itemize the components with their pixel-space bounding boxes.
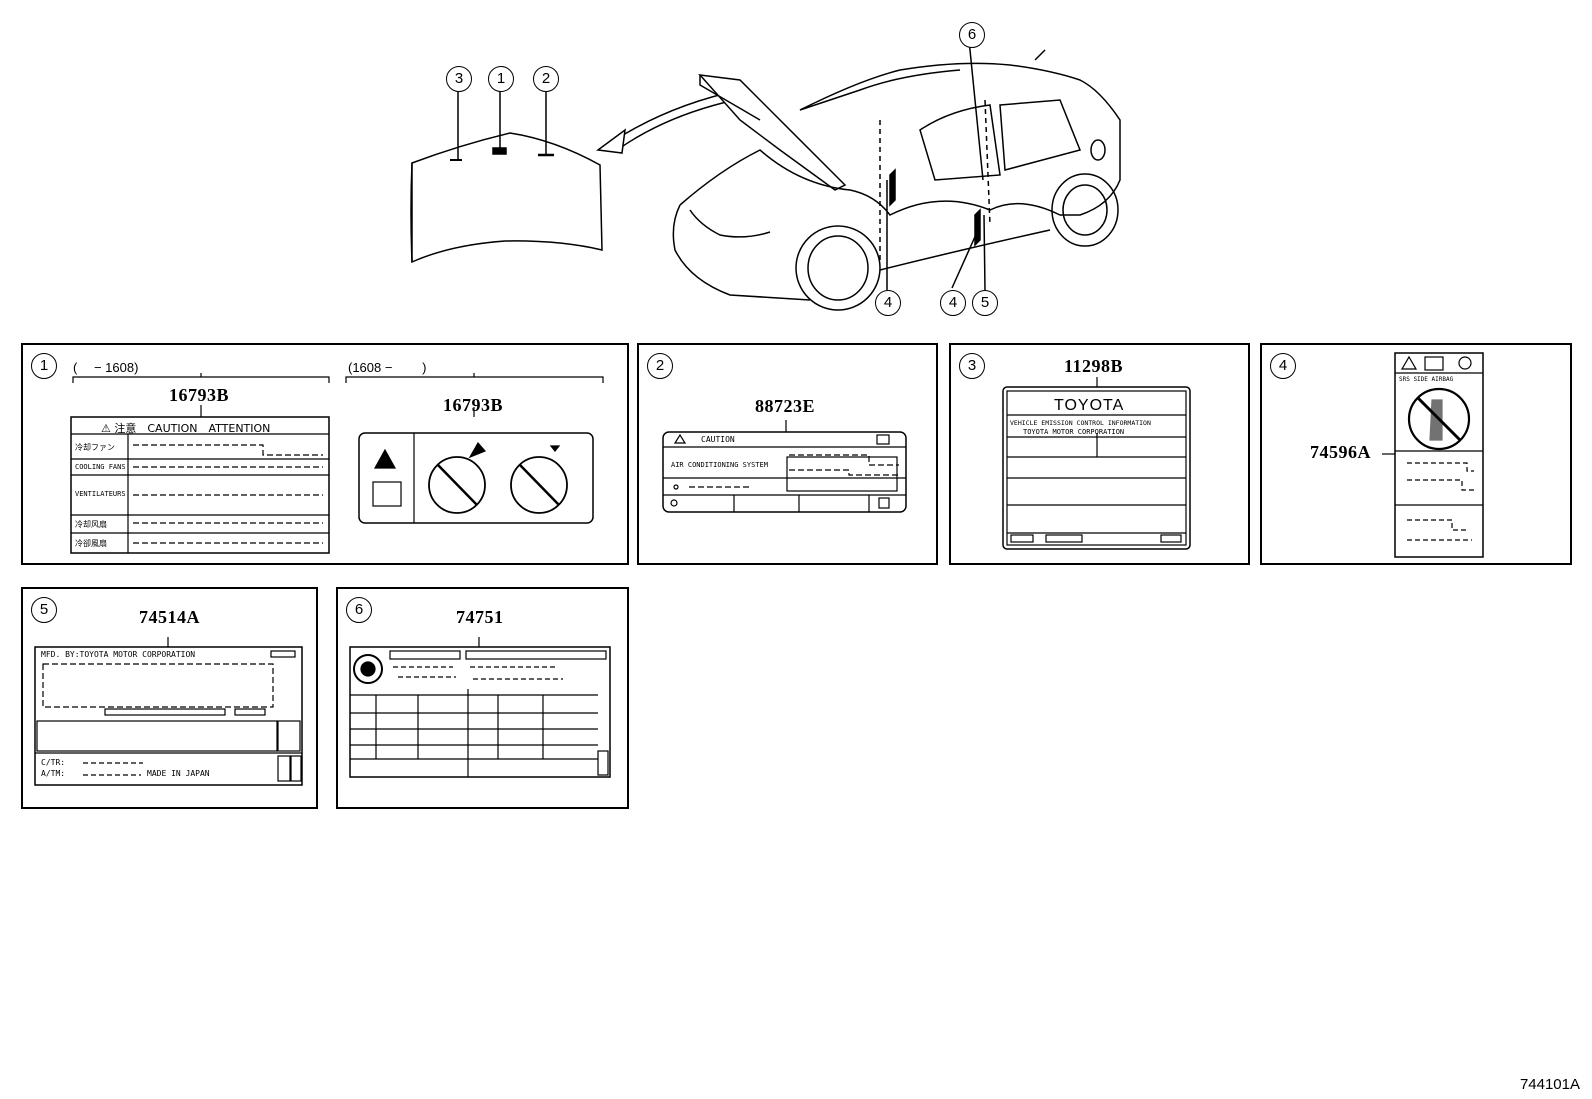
panel-1-range-after: (1608 − ) bbox=[348, 360, 427, 375]
panel-3-code: 11298B bbox=[1064, 356, 1124, 376]
car-illustration bbox=[672, 39, 1121, 311]
callout-1: 1 bbox=[488, 66, 514, 92]
panel-1-code-before: 16793B bbox=[169, 385, 230, 405]
diagram-id: 744101A bbox=[1519, 1076, 1580, 1093]
panel-5-mfd-text: MFD. BY:TOYOTA MOTOR CORPORATION bbox=[41, 650, 196, 659]
panel-5-manufacturer-label: 5 74514A MFD. BY:TOYOTA MOTOR CORPORATIO… bbox=[21, 587, 318, 809]
panel-4-number: 4 bbox=[1270, 353, 1296, 379]
panel-2-caution-text: CAUTION bbox=[701, 435, 735, 444]
callout-4-rear: 4 bbox=[940, 290, 966, 316]
panel-4-code: 74596A bbox=[1310, 442, 1371, 462]
panel-2-system-text: AIR CONDITIONING SYSTEM bbox=[671, 461, 768, 469]
panel-3-number: 3 bbox=[959, 353, 985, 379]
panel-4-srs-airbag-label: 4 74596A SRS SIDE AIRBAG bbox=[1260, 343, 1572, 565]
callout-6: 6 bbox=[959, 22, 985, 48]
panel-3-line-1: VEHICLE EMISSION CONTROL INFORMATION bbox=[1010, 419, 1151, 427]
panel-4-tags: SRS SIDE AIRBAG bbox=[1399, 376, 1454, 383]
panel-1-cooling-fan-caution: 1 ( − 1608) (1608 − ) 16793B 16793B ⚠ 注意… bbox=[21, 343, 629, 565]
panel-1-row-fr: VENTILATEURS bbox=[75, 490, 126, 498]
panel-5-made-text: MADE IN JAPAN bbox=[147, 769, 210, 778]
panel-1-range-before: ( − 1608) bbox=[73, 360, 139, 375]
callout-4-front: 4 bbox=[875, 290, 901, 316]
hood-illustration bbox=[410, 92, 603, 264]
panel-1-row-zh-s: 冷却风扇 bbox=[75, 520, 107, 529]
panel-1-row-en: COOLING FANS bbox=[75, 463, 126, 471]
panel-1-row-zh-t: 冷卻風扇 bbox=[75, 539, 107, 548]
panel-5-atm-text: A/TM: bbox=[41, 769, 66, 778]
panel-3-emission-label: 3 11298B TOYOTA VEHICLE EMISSION CONTROL… bbox=[949, 343, 1250, 565]
panel-6-code: 74751 bbox=[456, 607, 504, 627]
vehicle-overview-illustration bbox=[410, 39, 1121, 311]
panel-1-code-after: 16793B bbox=[443, 395, 504, 415]
panel-5-code: 74514A bbox=[139, 607, 200, 627]
panel-3-brand: TOYOTA bbox=[1054, 397, 1125, 414]
arrow-to-hood bbox=[596, 89, 741, 154]
panel-1-label-header: ⚠ 注意 CAUTION ATTENTION bbox=[101, 422, 271, 435]
panel-2-code: 88723E bbox=[755, 396, 816, 416]
panel-1-row-ja: 冷却ファン bbox=[75, 443, 115, 452]
panel-2-number: 2 bbox=[647, 353, 673, 379]
panel-6-tire-info-label: 6 74751 bbox=[336, 587, 629, 809]
panel-5-number: 5 bbox=[31, 597, 57, 623]
panel-6-number: 6 bbox=[346, 597, 372, 623]
panel-1-number: 1 bbox=[31, 353, 57, 379]
callout-3: 3 bbox=[446, 66, 472, 92]
panel-3-line-2: TOYOTA MOTOR CORPORATION bbox=[1023, 428, 1125, 436]
callout-5: 5 bbox=[972, 290, 998, 316]
panel-2-ac-system-label: 2 88723E CAUTION AIR CONDITIONING SYSTEM bbox=[637, 343, 938, 565]
panel-5-ctr-text: C/TR: bbox=[41, 758, 66, 767]
callout-2: 2 bbox=[533, 66, 559, 92]
